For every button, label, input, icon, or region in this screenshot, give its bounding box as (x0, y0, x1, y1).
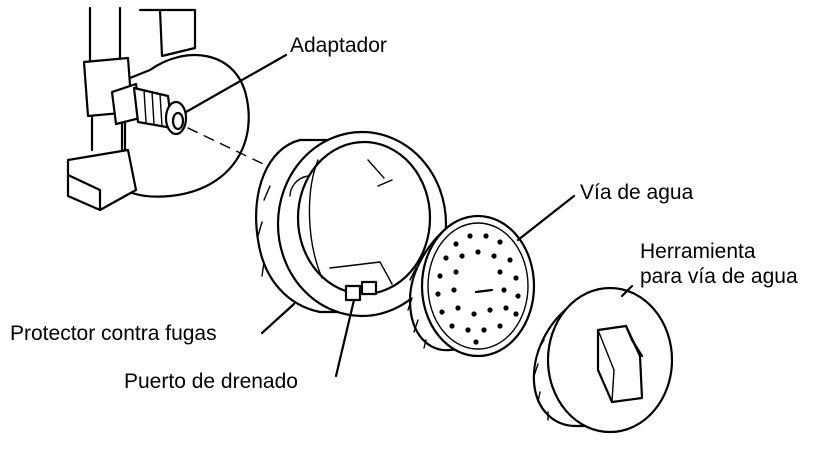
waterway-holes (435, 233, 521, 345)
leader-waterway (516, 194, 576, 242)
label-adapter: Adaptador (290, 34, 387, 57)
leader-adapter (184, 53, 288, 114)
leader-tool (620, 284, 634, 298)
label-leak-protector: Protector contra fugas (10, 322, 217, 345)
label-tool-line2: para vía de agua (640, 265, 798, 288)
label-waterway: Vía de agua (580, 181, 694, 204)
label-tool-line1: Herramienta (640, 240, 756, 263)
leader-leak-protector (260, 302, 296, 335)
waterway-center-slot (474, 288, 494, 294)
waterway-disc-icon (407, 214, 536, 358)
leader-drain-port (334, 298, 356, 378)
label-drain-port: Puerto de drenado (124, 370, 298, 393)
adapter-icon (110, 82, 188, 136)
wall-flange (123, 53, 250, 198)
waterway-tool-icon (532, 286, 674, 434)
leak-protector-ring-icon (255, 130, 448, 318)
